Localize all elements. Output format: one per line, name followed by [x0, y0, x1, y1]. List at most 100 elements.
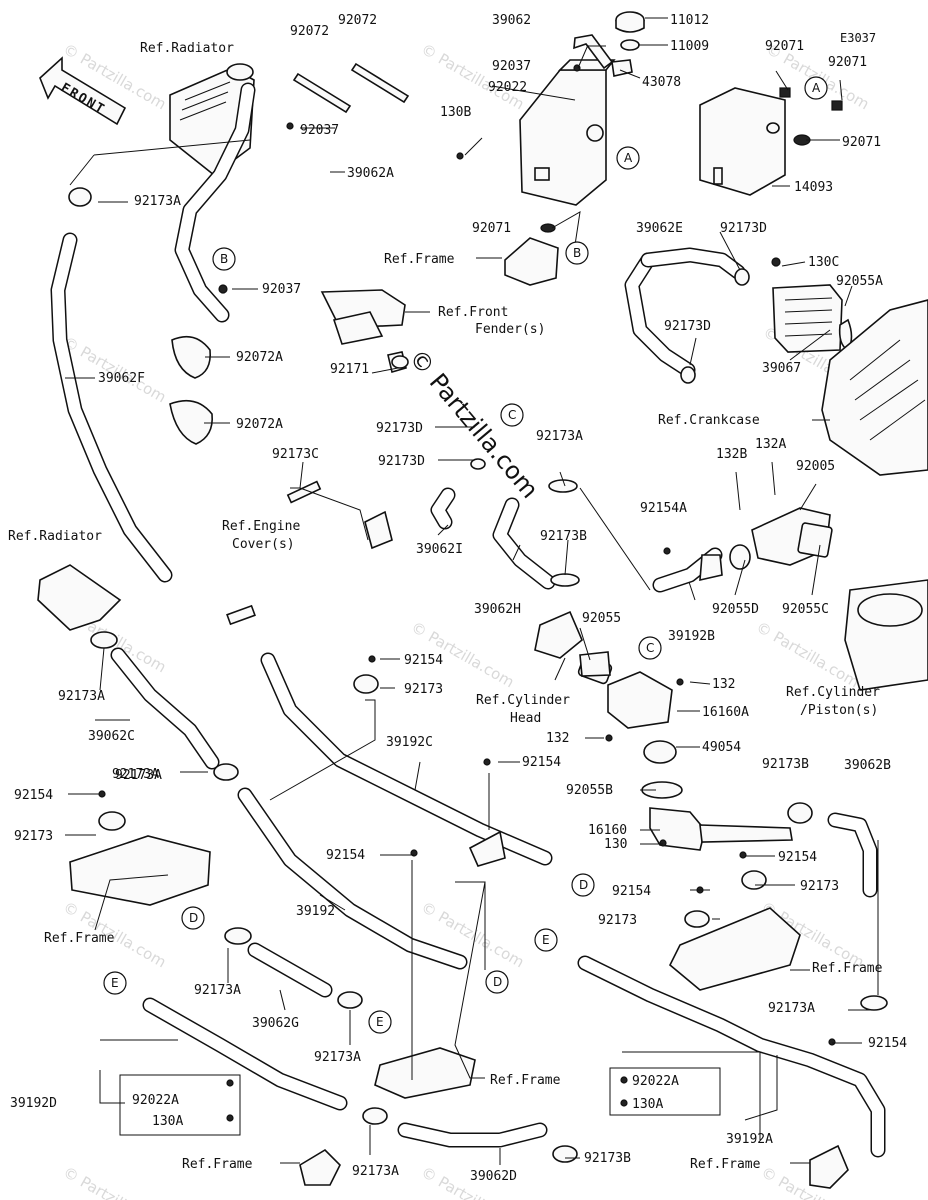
- frame-supports: [37, 510, 849, 1189]
- part-label: 92037: [492, 59, 531, 74]
- callout-E: E: [542, 933, 550, 947]
- part-label: 92055: [582, 611, 621, 626]
- part-label: 92154: [326, 848, 365, 863]
- cylinder-head-gasket: [534, 610, 611, 677]
- part-label: 39192A: [726, 1132, 773, 1147]
- part-label: 39062B: [844, 758, 891, 773]
- watermark: © Partzilla.com: [418, 40, 527, 113]
- part-label: 39062A: [347, 166, 394, 181]
- callout-C: C: [646, 641, 654, 655]
- part-label: 92005: [796, 459, 835, 474]
- water-pump-housing: [699, 507, 833, 582]
- callout-E: E: [111, 976, 119, 990]
- callout-A: A: [624, 151, 633, 165]
- part-label: 92173D: [376, 421, 423, 436]
- part-label: 39062C: [88, 729, 135, 744]
- part-label: 92071: [765, 39, 804, 54]
- part-label: 92173A: [314, 1050, 361, 1065]
- part-label: 92072A: [236, 417, 283, 432]
- part-label: Ref.Frame: [44, 931, 115, 946]
- callout-D: D: [189, 911, 198, 925]
- part-label: 92173D: [720, 221, 767, 236]
- diagram-code: E3037: [840, 31, 876, 45]
- part-label: 92037: [300, 123, 339, 138]
- callout-B: B: [573, 246, 581, 260]
- part-label: 92154: [612, 884, 651, 899]
- callout-C: C: [508, 408, 516, 422]
- leader-lines: [65, 17, 879, 1165]
- part-label: 39062I: [416, 542, 463, 557]
- part-label: Cover(s): [232, 537, 295, 552]
- part-label: 92173A: [352, 1164, 399, 1179]
- part-label: 49054: [702, 740, 741, 755]
- part-label: 92173A: [194, 983, 241, 998]
- part-label: 14093: [794, 180, 833, 195]
- part-label: 92055A: [836, 274, 883, 289]
- part-label: 92072A: [236, 350, 283, 365]
- part-label: 39192B: [668, 629, 715, 644]
- part-label: 92154: [868, 1036, 907, 1051]
- part-label: Ref.Radiator: [140, 41, 234, 56]
- part-label: 92022A: [132, 1093, 179, 1108]
- part-label: Ref.Frame: [384, 252, 455, 267]
- part-label: Ref.Front: [438, 305, 508, 320]
- part-label: Fender(s): [475, 322, 545, 337]
- part-label: Head: [510, 711, 541, 726]
- part-label: 92154A: [640, 501, 687, 516]
- part-labels: 92072 92072 Ref.Radiator 92037 39062A 92…: [8, 13, 907, 1184]
- callout-D: D: [493, 975, 502, 989]
- part-label: Ref.Cylinder: [476, 693, 570, 708]
- copyright-text: © Partzilla.com: [403, 344, 543, 504]
- part-label: 92055B: [566, 783, 613, 798]
- part-label: 92173: [800, 879, 839, 894]
- part-label: 130A: [152, 1114, 183, 1129]
- part-label: Ref.Cylinder: [786, 685, 880, 700]
- callout-D: D: [579, 878, 588, 892]
- part-label: 92173A: [112, 767, 159, 782]
- callout-A: A: [812, 81, 821, 95]
- part-label: 92022: [488, 80, 527, 95]
- cylinder-piston: [844, 579, 928, 691]
- part-label: 11012: [670, 13, 709, 28]
- part-label: 39192D: [10, 1096, 57, 1111]
- part-label: Ref.Frame: [182, 1157, 253, 1172]
- part-label: 92173B: [540, 529, 587, 544]
- part-label: 130C: [808, 255, 839, 270]
- part-label: 132A: [755, 437, 786, 452]
- straps: [169, 335, 213, 445]
- part-label: 39062H: [474, 602, 521, 617]
- reservoir-tank: [519, 34, 633, 206]
- oil-cooler: [772, 284, 853, 353]
- part-label: 132B: [716, 447, 747, 462]
- part-label: Ref.Engine: [222, 519, 300, 534]
- part-label: 92173A: [134, 194, 181, 209]
- part-label: 92173C: [272, 447, 319, 462]
- part-label: 92055D: [712, 602, 759, 617]
- watermark: © Partzilla.com: [60, 1163, 169, 1200]
- part-label: 130: [604, 837, 627, 852]
- part-label: 43078: [642, 75, 681, 90]
- part-label: 92173A: [58, 689, 105, 704]
- part-label: Ref.Radiator: [8, 529, 102, 544]
- part-label: 39062D: [470, 1169, 517, 1184]
- part-label: 92173B: [762, 757, 809, 772]
- part-label: 92072: [338, 13, 377, 28]
- reservoir-cover: [699, 87, 843, 196]
- part-label: 92022A: [632, 1074, 679, 1089]
- part-label: 92173A: [115, 768, 162, 783]
- part-label: 92071: [472, 221, 511, 236]
- part-label: 92173: [598, 913, 637, 928]
- part-label: Ref.Frame: [812, 961, 883, 976]
- part-label: 92173D: [664, 319, 711, 334]
- part-label: 92173A: [536, 429, 583, 444]
- part-label: 92173B: [584, 1151, 631, 1166]
- part-label: 39062: [492, 13, 531, 28]
- part-label: 11009: [670, 39, 709, 54]
- part-label: 39062E: [636, 221, 683, 236]
- clamps: [68, 187, 888, 1163]
- callout-B: B: [220, 252, 228, 266]
- reservoir-cap: [615, 11, 645, 51]
- part-label: 92154: [14, 788, 53, 803]
- part-label: 92154: [404, 653, 443, 668]
